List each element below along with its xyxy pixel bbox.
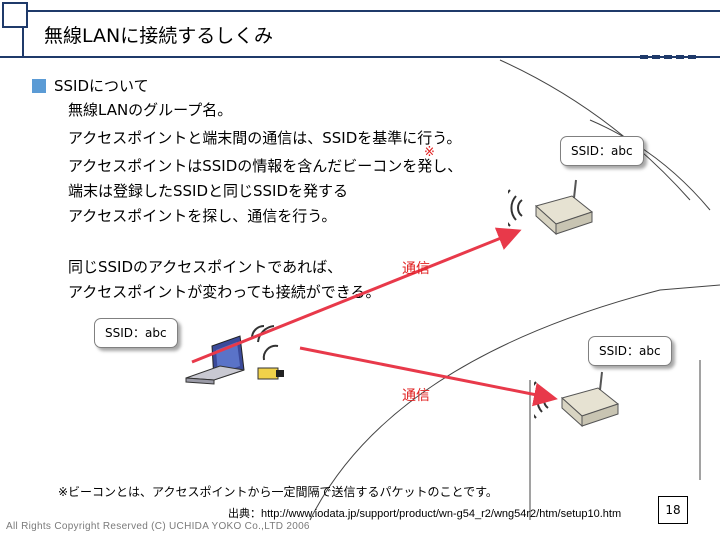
beacon-footnote: ※ビーコンとは、アクセスポイントから一定間隔で送信するパケットのことです。 [58,485,498,499]
header-frame [22,10,720,58]
body-para2-line-2: アクセスポイントが変わっても接続ができる。 [68,283,381,301]
page-title: 無線LANに接続するしくみ [44,25,273,47]
section-bullet [32,79,46,93]
note-mark: ※ [424,145,435,160]
header-underline [0,56,720,58]
body-line-5: アクセスポイントを探し、通信を行う。 [68,207,337,225]
access-point-1-icon [508,179,594,236]
access-point-2-icon [534,371,620,428]
ssid-bubble-access-point-1: SSID：abc [560,136,644,166]
source-citation: 出典：http://www.iodata.jp/support/product/… [228,508,622,520]
header-corner-square [2,2,28,28]
body-line-3: アクセスポイントはSSIDの情報を含んだビーコンを発し、 [68,157,463,175]
body-para2-line-1: 同じSSIDのアクセスポイントであれば、 [68,258,343,276]
ssid-bubble-laptop: SSID：abc [94,318,178,348]
body-line-4: 端末は登録したSSIDと同じSSIDを発する [68,182,349,200]
arrow-to-access-point-2 [299,346,558,407]
ssid-bubble-access-point-2: SSID：abc [588,336,672,366]
body-line-1: 無線LANのグループ名。 [68,101,233,119]
communication-label-1: 通信 [402,261,430,277]
copyright-footer: All Rights Copyright Reserved (C) UCHIDA… [6,521,310,532]
body-line-2: アクセスポイントと端末間の通信は、SSIDを基準に行う。 [68,129,462,147]
arrow-to-access-point-1 [191,227,522,364]
section-heading: SSIDについて [54,77,149,95]
page-number: 18 [658,496,688,524]
communication-label-2: 通信 [402,388,430,404]
